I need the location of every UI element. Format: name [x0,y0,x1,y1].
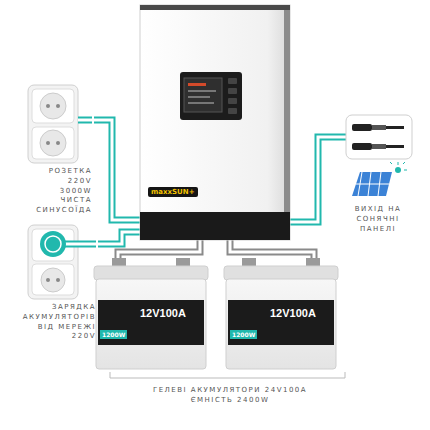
battery: 12V100A 1200W [222,262,340,370]
charging-socket-icon [28,225,96,299]
node-text: 12V100A [270,307,316,319]
solar-input: ВИХІД НА СОНЯЧНІ ПАНЕЛІ [340,115,418,238]
wire-inner [94,120,140,220]
node-text: РОЗЕТКА 220V 3000W ЧИСТА СИНУСОЇДА [20,167,92,216]
wire-outer [290,137,340,222]
wire-connector [290,137,340,222]
note-label: ГЕЛЕВІ АКУМУЛЯТОРИ 24V100A ЄМНІСТЬ 2400W [130,386,330,406]
socket-outlet: РОЗЕТКА 220V 3000W ЧИСТА СИНУСОЇДА [20,85,94,219]
wire-inner [290,137,340,222]
inverter: maxxSUN+ [140,5,290,240]
battery-illustration [94,258,338,369]
socket-icon [28,85,92,163]
node-text: 1200W [230,330,257,339]
node-text: ЗАРЯДКА АКУМУЛЯТОРІВ ВІД МЕРЕЖІ 220V [16,303,96,342]
node-text: ВИХІД НА СОНЯЧНІ ПАНЕЛІ [340,205,416,234]
wire-outer [98,232,140,244]
inverter-body [140,5,290,240]
wire-inner [98,232,140,244]
node-text: 12V100A [140,307,186,319]
wire-outer [94,120,140,220]
solar-connector-icon [340,115,412,196]
wire-connector [98,232,140,244]
node-text: maxxSUN+ [148,187,198,197]
charging-outlet: ЗАРЯДКА АКУМУЛЯТОРІВ ВІД МЕРЕЖІ 220V [16,225,98,346]
node-text: 1200W [100,330,127,339]
bracket [110,372,345,378]
wire-connector [94,120,140,220]
battery: 12V100A 1200W [92,262,210,370]
